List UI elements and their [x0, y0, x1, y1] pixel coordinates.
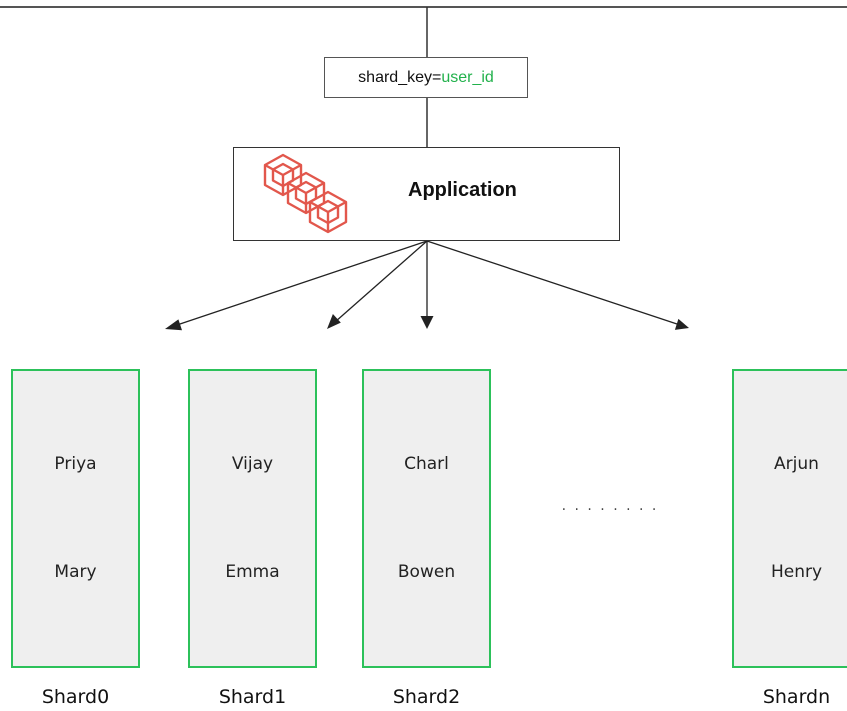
shard-key-prefix: shard_key=: [358, 68, 442, 86]
arrow-to-shard0: [173, 240, 428, 327]
shard-0: Priya Mary: [11, 369, 140, 668]
shard-user: Vijay: [231, 454, 274, 474]
shard-1: Vijay Emma: [188, 369, 317, 668]
shard-user: Arjun: [774, 454, 819, 474]
shard-user: Emma: [225, 562, 280, 582]
cubes-icon: [263, 153, 348, 234]
shard-user: Mary: [54, 562, 97, 582]
shard-label: Shard2: [392, 686, 461, 708]
shard-user: Charl: [404, 454, 449, 474]
arrowhead-shardn: [674, 318, 689, 330]
application-box: Application: [233, 147, 620, 241]
arrow-to-shard1: [334, 240, 428, 323]
shard-n: Arjun Henry: [732, 369, 847, 668]
shard-user: Henry: [770, 562, 823, 582]
more-shards-ellipsis: · · · · · · · ·: [561, 502, 659, 518]
arrowhead-shard2: [420, 316, 434, 329]
shard-key-box: shard_key=user_id: [324, 57, 528, 98]
shard-user: Bowen: [397, 562, 456, 582]
application-title: Application: [408, 179, 517, 201]
shard-label: Shard0: [41, 686, 110, 708]
shard-label: Shardn: [762, 686, 831, 708]
shard-2: Charl Bowen: [362, 369, 491, 668]
arrow-to-shardn: [426, 240, 681, 326]
shard-user: Priya: [54, 454, 97, 474]
arrowhead-shard1: [327, 314, 341, 329]
shard-label: Shard1: [218, 686, 287, 708]
shard-key-value: user_id: [441, 68, 494, 86]
arrowhead-shard0: [165, 319, 182, 331]
